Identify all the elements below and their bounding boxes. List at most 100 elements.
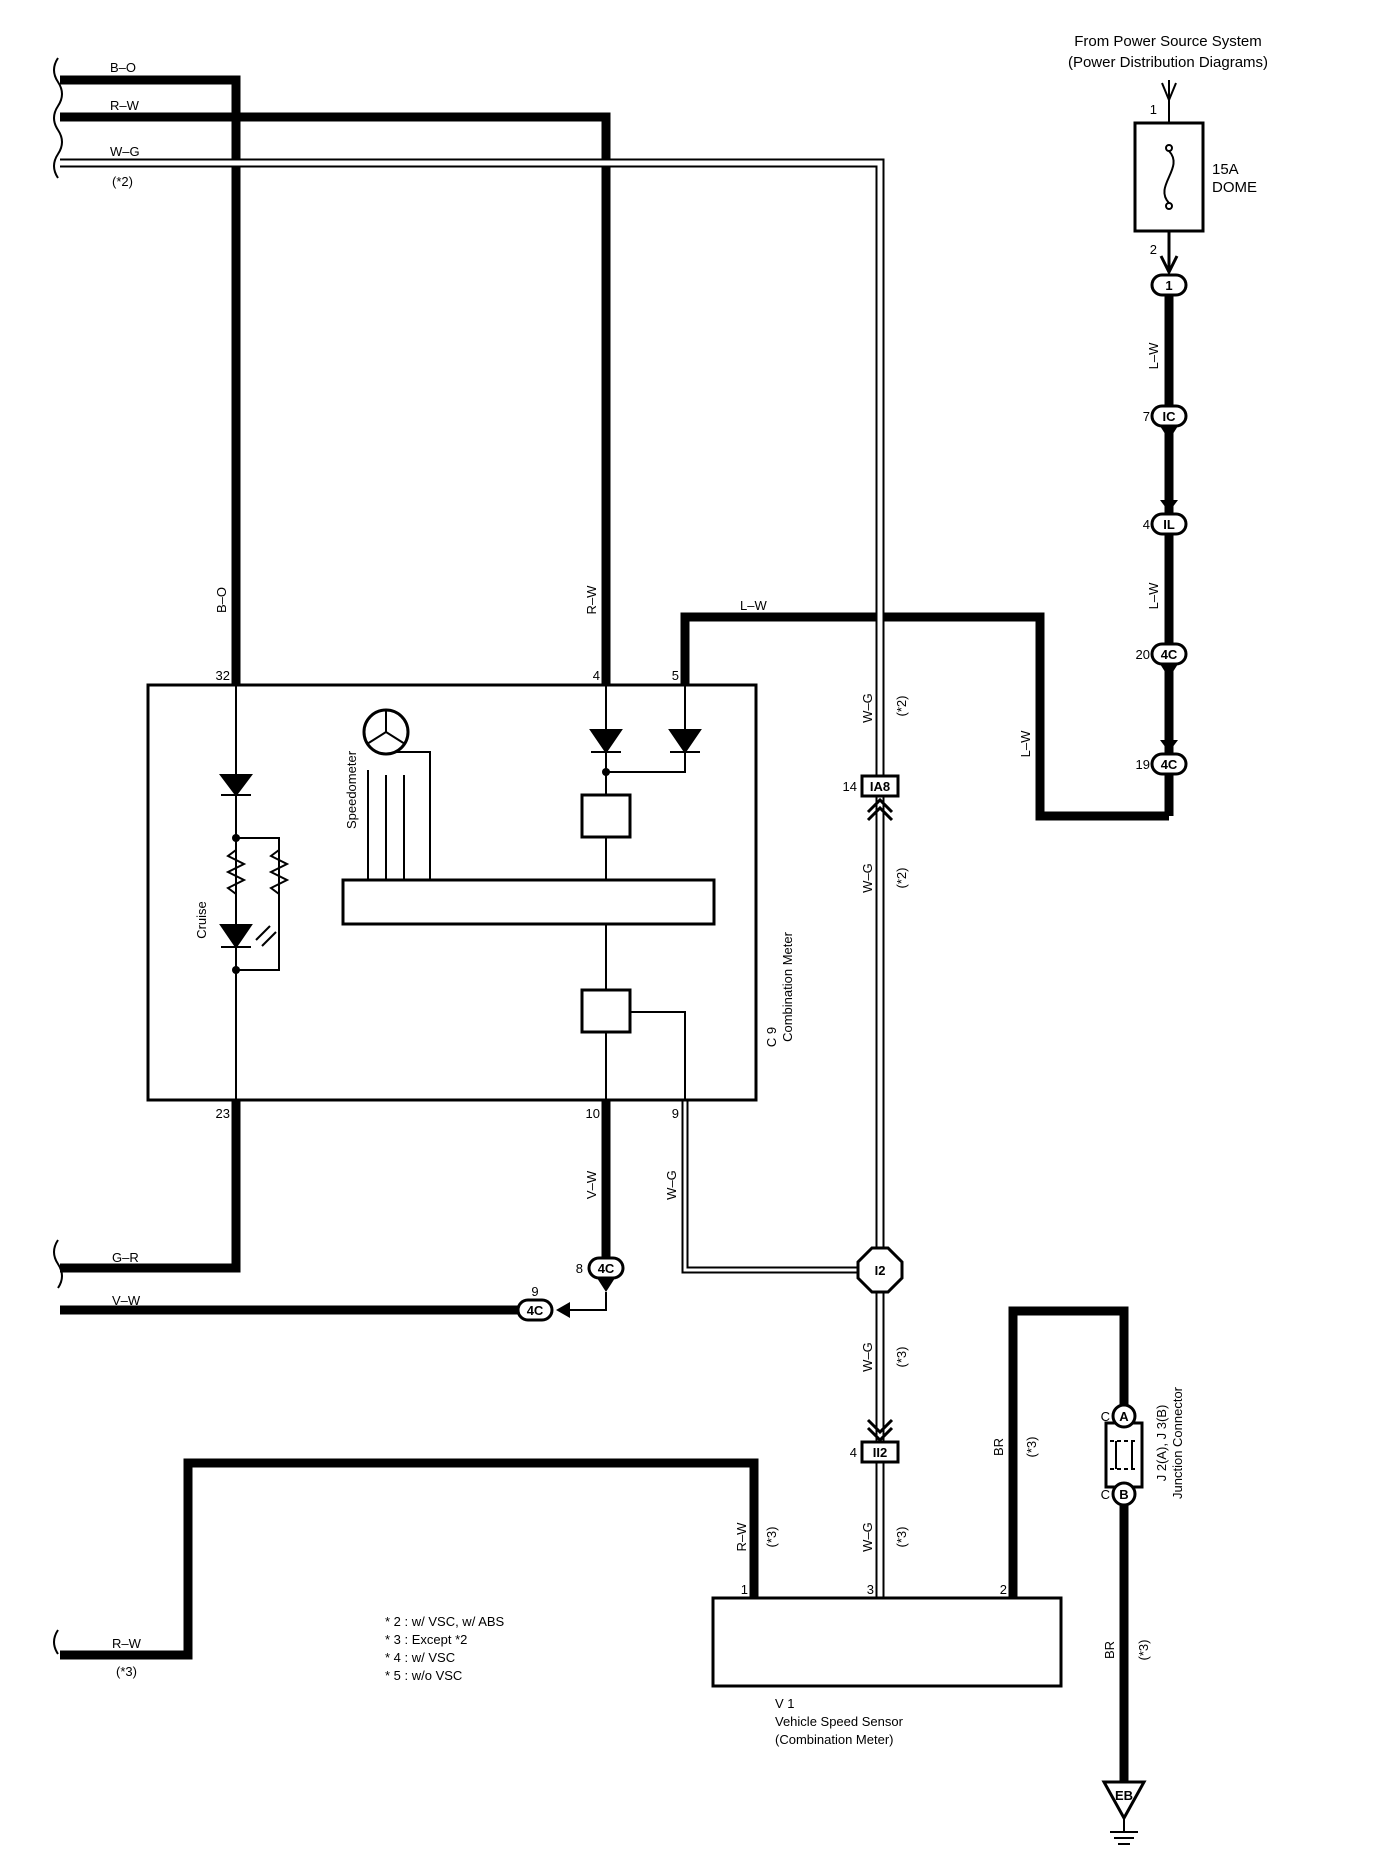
- svg-text:(*3): (*3): [1136, 1640, 1151, 1661]
- svg-text:2: 2: [1150, 242, 1157, 257]
- svg-text:B: B: [1119, 1487, 1128, 1502]
- connector-4c-20: 4C: [1150, 642, 1188, 678]
- wire-break-marks: [53, 57, 63, 1655]
- connector-ii2: II2: [860, 1418, 900, 1464]
- svg-text:R–W: R–W: [734, 1522, 749, 1552]
- svg-text:V–W: V–W: [112, 1293, 141, 1308]
- power-source-line2: (Power Distribution Diagrams): [1068, 54, 1268, 71]
- note-3: * 3 : Except *2: [385, 1632, 467, 1647]
- note-5: * 5 : w/o VSC: [385, 1668, 462, 1683]
- svg-text:8: 8: [576, 1261, 583, 1276]
- svg-text:4: 4: [1143, 517, 1150, 532]
- svg-text:23: 23: [216, 1106, 230, 1121]
- svg-text:1: 1: [741, 1582, 748, 1597]
- meter-code: C 9: [764, 1027, 779, 1047]
- meter-name: Combination Meter: [780, 931, 795, 1041]
- svg-text:(*2): (*2): [894, 696, 909, 717]
- vehicle-speed-sensor-box: [711, 1596, 1063, 1688]
- svg-text:W–G: W–G: [860, 1342, 875, 1372]
- svg-text:4: 4: [850, 1445, 857, 1460]
- svg-text:R–W: R–W: [110, 98, 140, 113]
- svg-text:EB: EB: [1115, 1788, 1133, 1803]
- svg-text:IC: IC: [1163, 409, 1177, 424]
- svg-text:W–G: W–G: [110, 144, 140, 159]
- double-wires: [60, 158, 885, 1598]
- connector-4c-8: 4C: [570, 1256, 625, 1311]
- svg-text:4C: 4C: [1161, 757, 1178, 772]
- fuse-name: DOME: [1212, 179, 1257, 196]
- svg-text:L–W: L–W: [1146, 342, 1161, 369]
- svg-text:V–W: V–W: [584, 1170, 599, 1199]
- svg-text:19: 19: [1136, 757, 1150, 772]
- connector-4c-9: 4C: [516, 1298, 570, 1322]
- ground-eb: EB: [1101, 1780, 1147, 1845]
- combination-meter-box: [146, 683, 758, 1102]
- svg-text:7: 7: [1143, 409, 1150, 424]
- thick-wires: [60, 75, 1174, 1782]
- sensor-sub: (Combination Meter): [775, 1732, 894, 1747]
- svg-text:R–W: R–W: [584, 585, 599, 615]
- svg-text:5: 5: [672, 668, 679, 683]
- svg-text:4C: 4C: [598, 1261, 615, 1276]
- svg-text:I2: I2: [875, 1263, 886, 1278]
- sensor-name: Vehicle Speed Sensor: [775, 1714, 904, 1729]
- svg-text:(*3): (*3): [894, 1347, 909, 1368]
- svg-text:B–O: B–O: [214, 587, 229, 613]
- svg-text:9: 9: [531, 1284, 538, 1299]
- svg-text:(*2): (*2): [112, 174, 133, 189]
- svg-text:L–W: L–W: [1018, 730, 1033, 757]
- svg-text:W–G: W–G: [860, 693, 875, 723]
- svg-text:3: 3: [867, 1582, 874, 1597]
- connector-il: IL: [1150, 500, 1188, 536]
- svg-text:10: 10: [586, 1106, 600, 1121]
- svg-text:32: 32: [216, 668, 230, 683]
- svg-text:1: 1: [1150, 102, 1157, 117]
- svg-text:(*3): (*3): [764, 1527, 779, 1548]
- connector-ia8: IA8: [860, 774, 900, 822]
- svg-text:(*3): (*3): [1024, 1437, 1039, 1458]
- svg-text:4C: 4C: [527, 1303, 544, 1318]
- svg-text:W–G: W–G: [664, 1170, 679, 1200]
- fuse-rating: 15A: [1212, 161, 1239, 178]
- svg-text:L–W: L–W: [1146, 582, 1161, 609]
- svg-text:4C: 4C: [1161, 647, 1178, 662]
- junction-name: Junction Connector: [1170, 1386, 1185, 1499]
- svg-text:(*3): (*3): [116, 1664, 137, 1679]
- svg-text:20: 20: [1136, 647, 1150, 662]
- svg-text:14: 14: [843, 779, 857, 794]
- svg-text:C: C: [1101, 1409, 1110, 1424]
- cruise-label: Cruise: [194, 901, 209, 939]
- svg-text:G–R: G–R: [112, 1250, 139, 1265]
- junction-code: J 2(A), J 3(B): [1154, 1405, 1169, 1482]
- junction-connector: A B: [1104, 1403, 1144, 1507]
- svg-text:BR: BR: [991, 1438, 1006, 1456]
- note-4: * 4 : w/ VSC: [385, 1650, 455, 1665]
- note-2: * 2 : w/ VSC, w/ ABS: [385, 1614, 505, 1629]
- svg-text:L–W: L–W: [740, 598, 767, 613]
- svg-text:IA8: IA8: [870, 779, 890, 794]
- svg-text:II2: II2: [873, 1445, 887, 1460]
- svg-text:A: A: [1119, 1409, 1129, 1424]
- connector-4c-19: 4C: [1150, 740, 1188, 776]
- svg-text:IL: IL: [1163, 517, 1175, 532]
- svg-text:W–G: W–G: [860, 863, 875, 893]
- svg-text:R–W: R–W: [112, 1636, 142, 1651]
- svg-text:C: C: [1101, 1487, 1110, 1502]
- sensor-code: V 1: [775, 1696, 795, 1711]
- svg-text:(*3): (*3): [894, 1527, 909, 1548]
- dome-fuse: [1133, 80, 1205, 276]
- connector-1: 1: [1150, 273, 1188, 297]
- svg-text:W–G: W–G: [860, 1522, 875, 1552]
- svg-text:9: 9: [672, 1106, 679, 1121]
- junction-i2: I2: [856, 1246, 904, 1294]
- svg-text:(*2): (*2): [894, 868, 909, 889]
- svg-text:2: 2: [1000, 1582, 1007, 1597]
- svg-text:B–O: B–O: [110, 60, 136, 75]
- power-source-line1: From Power Source System: [1074, 33, 1262, 50]
- labels: From Power Source System (Power Distribu…: [110, 33, 1268, 1747]
- speedometer-label: Speedometer: [344, 750, 359, 829]
- svg-text:BR: BR: [1102, 1641, 1117, 1659]
- svg-text:4: 4: [593, 668, 600, 683]
- connector-ic: IC: [1150, 404, 1188, 440]
